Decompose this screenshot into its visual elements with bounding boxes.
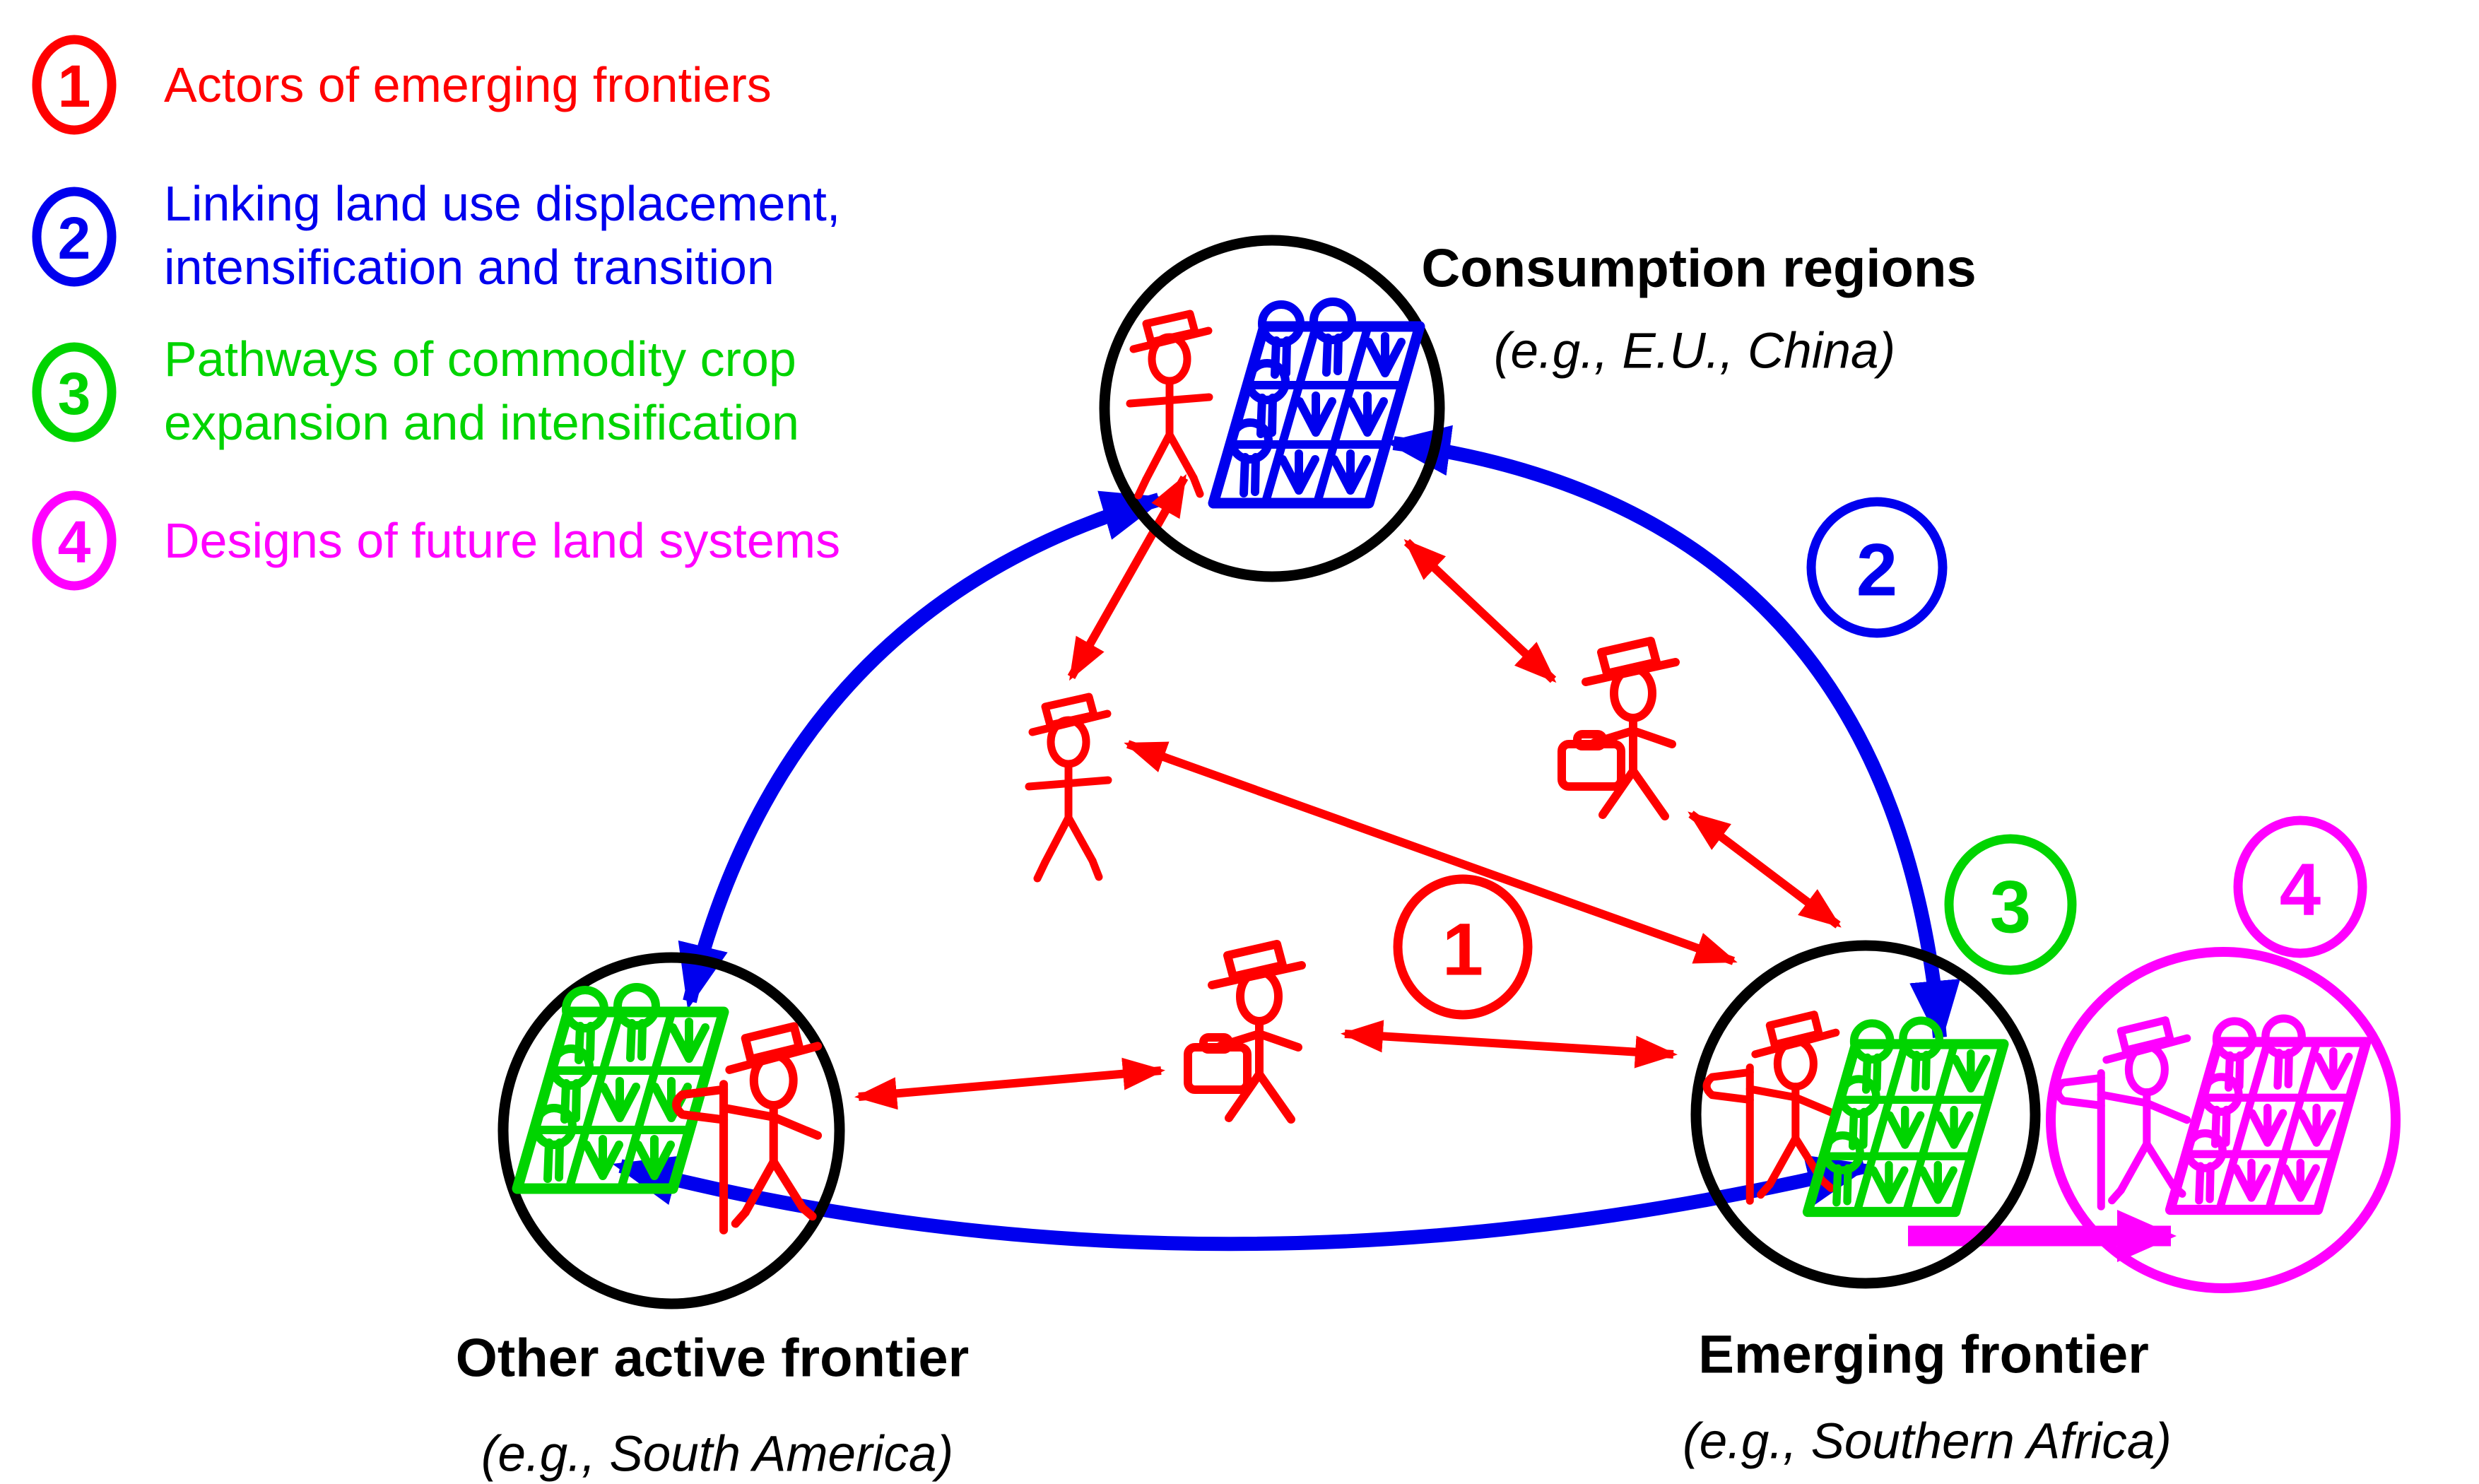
consumption-subtitle: (e.g., E.U., China) bbox=[1494, 324, 1895, 379]
arrow-trader-actor-emerging bbox=[1688, 811, 1842, 929]
flow-badges: 1 2 3 4 bbox=[1393, 497, 2367, 1020]
crop-field-icon-green bbox=[1808, 1020, 2003, 1212]
arrow-consumption-other-frontier bbox=[678, 490, 1167, 1010]
legend-label-2-line1: Linking land use displacement, bbox=[164, 176, 840, 231]
node-future-land-system bbox=[2046, 947, 2401, 1293]
legend-item-actors: 1 Actors of emerging frontiers bbox=[32, 35, 772, 135]
crop-field-icon-blue bbox=[1213, 302, 1420, 503]
emerging-frontier-subtitle: (e.g., Southern Africa) bbox=[1683, 1414, 2172, 1470]
node-emerging-frontier: Emerging frontier (e.g., Southern Africa… bbox=[1683, 940, 2172, 1470]
arrow-farmer-actor-emerging bbox=[1124, 740, 1738, 965]
node-consumption-regions: Consumption regions (e.g., E.U., China) bbox=[1099, 235, 1977, 582]
other-frontier-subtitle: (e.g., South America) bbox=[481, 1427, 953, 1483]
arrow-consumption-farmer-actor bbox=[1067, 473, 1189, 681]
badge-actors: 1 bbox=[1393, 874, 1533, 1020]
person-hat-icon-red bbox=[1130, 314, 1209, 495]
legend-item-designs: 4 Designs of future land systems bbox=[32, 490, 840, 591]
badge-circle-2 bbox=[1806, 497, 1948, 638]
legend-number-1: 1 bbox=[58, 53, 91, 119]
badge-designs: 4 bbox=[2233, 815, 2367, 958]
trader-briefcase-icon-red bbox=[1562, 641, 1676, 816]
legend-circle-2 bbox=[32, 187, 117, 287]
node-other-active-frontier: Other active frontier (e.g., South Ameri… bbox=[456, 952, 969, 1483]
arrow-consumption-emerging-frontier bbox=[1385, 425, 1960, 1046]
legend-number-2: 2 bbox=[58, 205, 91, 271]
emerging-frontier-circle bbox=[1690, 940, 2041, 1289]
actor-arrows bbox=[854, 473, 1842, 1110]
legend: 1 Actors of emerging frontiers 2 Linking… bbox=[32, 35, 840, 591]
badge-number-3: 3 bbox=[1990, 866, 2031, 949]
consumption-title: Consumption regions bbox=[1421, 239, 1976, 299]
person-hat-icon-red bbox=[1029, 697, 1108, 878]
consumption-circle bbox=[1099, 235, 1445, 582]
legend-item-linking: 2 Linking land use displacement, intensi… bbox=[32, 176, 840, 295]
legend-label-4: Designs of future land systems bbox=[164, 513, 840, 568]
emerging-frontier-title: Emerging frontier bbox=[1698, 1325, 2149, 1385]
badge-pathways: 3 bbox=[1944, 834, 2077, 975]
other-frontier-circle bbox=[497, 952, 845, 1309]
legend-circle-4 bbox=[32, 490, 117, 591]
badge-linking: 2 bbox=[1806, 497, 1948, 638]
legend-item-pathways: 3 Pathways of commodity crop expansion a… bbox=[32, 331, 799, 450]
crop-field-icon-magenta bbox=[2170, 1018, 2366, 1210]
future-design-circle bbox=[2046, 947, 2401, 1293]
legend-circle-1 bbox=[32, 35, 117, 135]
trader-briefcase-icon-red bbox=[1188, 944, 1302, 1119]
legend-circle-3 bbox=[32, 342, 117, 442]
legend-number-3: 3 bbox=[58, 360, 91, 427]
farmer-flag-icon-magenta bbox=[2058, 1020, 2187, 1207]
badge-number-2: 2 bbox=[1856, 529, 1897, 612]
legend-label-1: Actors of emerging frontiers bbox=[164, 57, 772, 112]
badge-circle-4 bbox=[2233, 815, 2367, 958]
legend-label-3-line2: expansion and intensification bbox=[164, 395, 799, 450]
badge-number-1: 1 bbox=[1442, 909, 1483, 991]
legend-number-4: 4 bbox=[58, 509, 91, 575]
legend-label-3-line1: Pathways of commodity crop bbox=[164, 331, 796, 387]
arrow-trader2-emerging bbox=[1341, 1020, 1678, 1068]
badge-circle-1 bbox=[1393, 874, 1533, 1020]
other-frontier-title: Other active frontier bbox=[456, 1329, 969, 1389]
badge-number-4: 4 bbox=[2280, 849, 2321, 931]
legend-label-2-line2: intensification and transition bbox=[164, 240, 775, 295]
badge-circle-3 bbox=[1944, 834, 2077, 975]
arrow-consumption-trader-actor bbox=[1403, 538, 1557, 683]
arrow-other-frontier-trader2 bbox=[854, 1057, 1165, 1110]
